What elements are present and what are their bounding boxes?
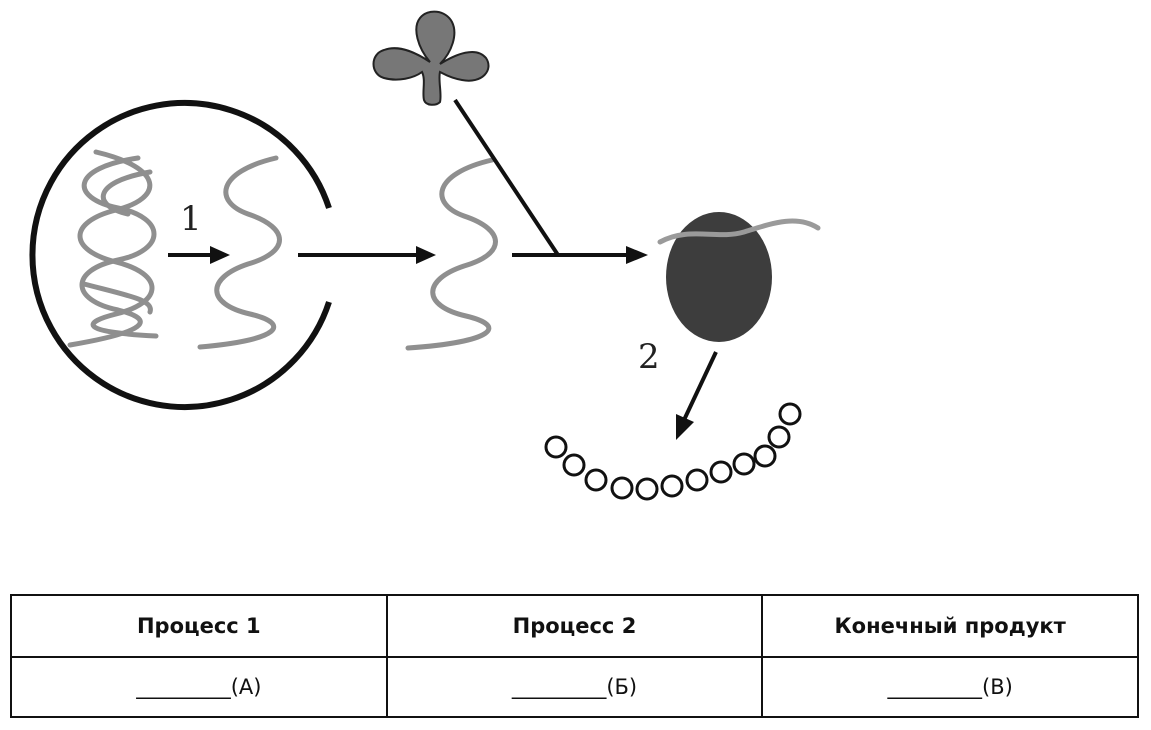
answer-table: Процесс 1 Процесс 2 Конечный продукт ___… [10,594,1139,718]
dna-double-helix [67,149,159,348]
nucleus-membrane [29,100,332,410]
process-2-label: 2 [638,337,660,377]
table-row: _________(А) _________(Б) _________(В) [10,656,1139,718]
answer-cell-a[interactable]: _________(А) [10,656,388,718]
transcription-arrow [168,246,230,264]
translation-arrow [512,246,648,264]
table-header-row: Процесс 1 Процесс 2 Конечный продукт [10,594,1139,658]
protein-synthesis-diagram: 1 2 [29,10,821,501]
trna-delivery-line [453,98,560,257]
polypeptide-chain [544,402,802,501]
header-process-1: Процесс 1 [10,594,388,658]
trna-icon [372,10,490,106]
product-arrow [676,351,718,440]
answer-cell-v[interactable]: _________(В) [761,656,1139,718]
header-final-product: Конечный продукт [761,594,1139,658]
mrna-in-nucleus [197,155,282,350]
mrna-in-cytoplasm [405,157,498,351]
mrna-on-ribosome [657,218,821,245]
ribosome [666,212,772,342]
export-arrow [298,246,436,264]
process-1-label: 1 [180,199,202,239]
answer-cell-b[interactable]: _________(Б) [385,656,764,718]
header-process-2: Процесс 2 [385,594,764,658]
